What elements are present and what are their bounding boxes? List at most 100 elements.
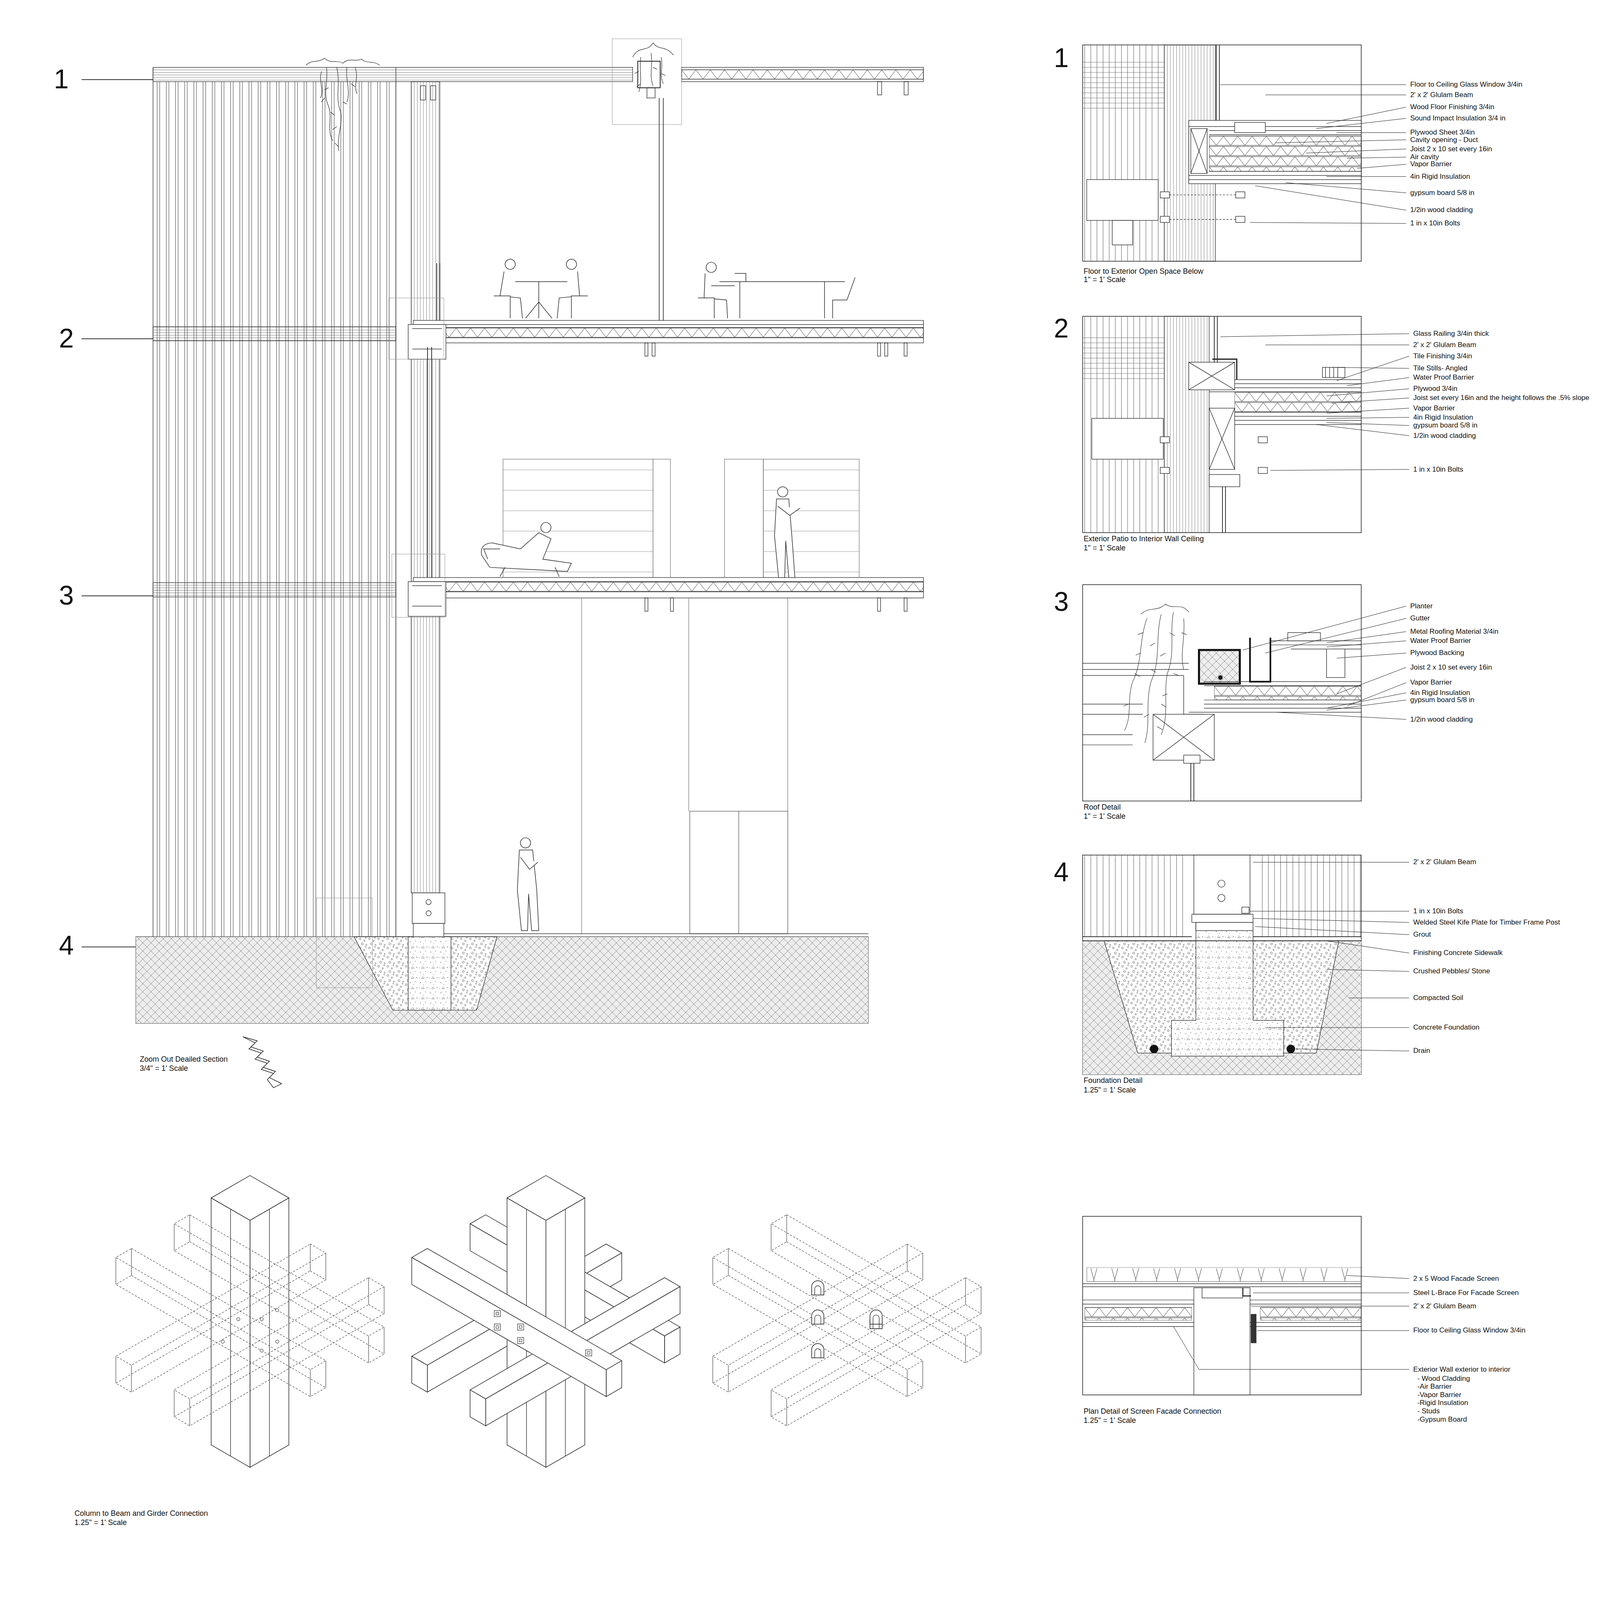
glulam-beam-ghost xyxy=(771,1215,982,1337)
annotation-label: Plan Detail of Screen Facade Connection xyxy=(1083,1407,1222,1415)
bolt-head xyxy=(495,1325,499,1329)
plan-detail-part xyxy=(1193,1287,1250,1395)
annotation-label: 4in Rigid Insulation xyxy=(1410,689,1470,697)
annotation-label: 2' x 2' Glulam Beam xyxy=(1413,858,1477,866)
patio-detail-part xyxy=(1188,362,1235,390)
patio-detail xyxy=(1082,316,1362,533)
annotation-label: Vapor Barrier xyxy=(1410,160,1452,168)
bolt-plate xyxy=(494,1324,501,1331)
building-section-part-part xyxy=(325,67,333,141)
glulam-girder xyxy=(411,1248,622,1370)
foundation-detail-part xyxy=(1082,936,1362,941)
glulam-beam-ghost xyxy=(922,1360,923,1388)
building-section-part xyxy=(659,97,664,321)
glulam-beam-ghost xyxy=(965,1277,966,1305)
annotation-label: 1 in x 10in Bolts xyxy=(1413,907,1464,915)
annotation-label: Exterior Wall exterior to interior xyxy=(1413,1365,1511,1374)
building-section-part xyxy=(904,342,908,357)
roof-detail-part-part xyxy=(1145,614,1162,743)
building-section-part-part xyxy=(355,67,358,95)
glulam-beam-ghost xyxy=(189,1398,190,1426)
bolt xyxy=(275,1340,279,1344)
glulam-beam-ghost xyxy=(310,1369,311,1397)
patio-detail-part xyxy=(1234,391,1362,413)
annotation-label: Joist 2 x 10 set every 16in xyxy=(1410,663,1493,672)
building-section-part xyxy=(152,67,396,938)
roof-detail xyxy=(1082,584,1362,801)
bolt xyxy=(260,1349,264,1353)
callout-number: 2 xyxy=(1053,314,1069,343)
glulam-beam-ghost xyxy=(907,1244,908,1272)
building-section-part-part xyxy=(704,273,735,319)
bolt xyxy=(221,1340,225,1344)
annotation-label: Tile Stills- Angled xyxy=(1413,364,1468,373)
plan-detail-part-part xyxy=(1086,1267,1362,1282)
building-section-part xyxy=(412,892,445,924)
glulam-beam-ghost xyxy=(922,1252,923,1280)
building-section-part xyxy=(420,85,426,100)
glulam-beam-ghost xyxy=(174,1241,385,1363)
bolt-head xyxy=(587,1351,590,1355)
annotation-label: 4in Rigid Insulation xyxy=(1410,172,1470,181)
glulam-beam-ghost xyxy=(115,1248,326,1370)
building-section-part xyxy=(427,347,432,578)
floor-detail-part xyxy=(1160,191,1245,223)
building-section-part xyxy=(690,811,788,934)
annotation-label: -Air Barrier xyxy=(1417,1382,1452,1391)
building-section-part xyxy=(877,342,881,357)
foundation-detail-part xyxy=(1195,922,1253,931)
annotation-label: 1 in x 10in Bolts xyxy=(1410,219,1460,228)
patio-detail-part-part xyxy=(1160,467,1170,474)
annotation-label: 1" = 1' Scale xyxy=(1083,812,1126,821)
leader-lines-part xyxy=(1220,333,1410,471)
knife-plate xyxy=(811,1280,824,1295)
building-section xyxy=(81,38,924,1088)
building-section-part xyxy=(670,597,674,612)
building-section-part xyxy=(408,324,447,360)
floor-detail-part xyxy=(1082,45,1362,262)
plan-detail-part xyxy=(1242,1287,1252,1297)
building-section-part xyxy=(413,581,924,592)
building-section-part xyxy=(152,67,633,82)
glulam-beam-ghost xyxy=(712,1270,923,1393)
roof-detail-part xyxy=(1188,681,1362,713)
building-section-part xyxy=(135,933,869,937)
building-section-part xyxy=(877,597,881,612)
bolt xyxy=(236,1317,240,1321)
callout-number: 4 xyxy=(58,932,74,960)
floor-detail-part xyxy=(1188,126,1362,180)
glulam-beam-ghost xyxy=(771,1304,982,1426)
patio-detail-part xyxy=(1082,316,1362,533)
building-section-part xyxy=(724,459,764,578)
annotation-label: 1/2in wood cladding xyxy=(1410,206,1473,215)
roof-detail-part xyxy=(1270,640,1362,650)
foundation-detail-part xyxy=(1286,1045,1295,1054)
building-section-part-part xyxy=(346,67,349,103)
column-beam-axonometric xyxy=(115,1175,982,1468)
annotation-label: -Rigid Insulation xyxy=(1417,1399,1469,1407)
plan-detail-part xyxy=(1260,1307,1361,1321)
glulam-beam-ghost xyxy=(980,1327,982,1355)
glulam-beam-ghost xyxy=(712,1356,713,1384)
annotation-label: Exterior Patio to Interior Wall Ceiling xyxy=(1083,535,1204,543)
glulam-beam-ghost xyxy=(115,1270,326,1393)
plan-detail-part xyxy=(1084,1307,1192,1321)
annotation-label: Finishing Concrete Sidewalk xyxy=(1413,949,1503,957)
glulam-beam-ghost xyxy=(325,1360,326,1388)
foundation-detail-part xyxy=(1082,855,1185,937)
building-section-part-part xyxy=(777,486,788,497)
building-section-part-part xyxy=(520,837,531,848)
roof-detail-part-part xyxy=(1161,612,1174,735)
roof-detail-part xyxy=(1218,675,1223,680)
plan-detail xyxy=(1082,1216,1362,1395)
foundation-detail-part xyxy=(1260,855,1361,937)
building-section-part xyxy=(681,69,924,80)
annotation-label: Concrete Foundation xyxy=(1413,1023,1480,1032)
building-section-part xyxy=(413,320,924,343)
annotation-label: 1 in x 10in Bolts xyxy=(1413,465,1464,474)
building-section-part xyxy=(152,326,396,341)
floor-detail xyxy=(1082,45,1362,262)
building-section-part xyxy=(408,936,452,1010)
roof-detail-part-part xyxy=(1123,632,1187,730)
